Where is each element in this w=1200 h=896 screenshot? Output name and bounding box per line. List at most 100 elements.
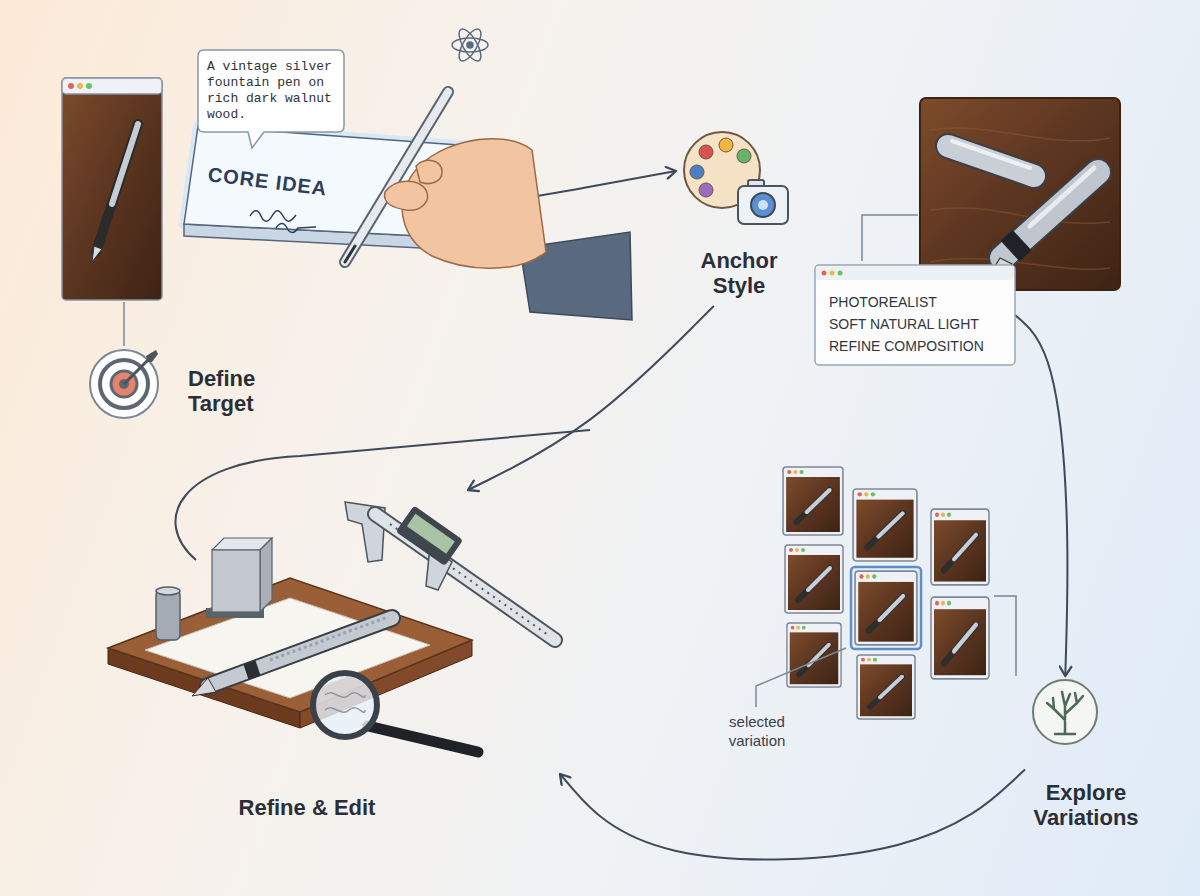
target-icon-outline xyxy=(86,346,286,424)
workbench-outline xyxy=(270,617,388,660)
speech-bubble: A vintage silver fountain pen on rich da… xyxy=(198,50,344,132)
variation-grid xyxy=(853,489,917,561)
target-icon-outline xyxy=(146,350,158,362)
leader-line xyxy=(756,648,846,707)
style-box: PHOTOREALISTSOFT NATURAL LIGHTREFINE COM… xyxy=(815,265,1015,365)
style-icon-outline xyxy=(737,149,751,163)
style-icon-outline xyxy=(738,186,788,224)
pen-window xyxy=(96,124,138,252)
stage-heading: Refine & Edit xyxy=(239,795,376,820)
workbench-outline xyxy=(396,506,464,567)
style-box-outline xyxy=(838,271,843,276)
style-box-outline xyxy=(830,271,835,276)
style-box-outline xyxy=(815,265,1015,365)
variation-grid xyxy=(787,623,841,687)
leader-line xyxy=(862,215,918,261)
style-icon-outline xyxy=(699,145,713,159)
pen-photo xyxy=(1030,168,1094,226)
notebook-outline xyxy=(416,160,442,183)
stage-heading: Anchor Style xyxy=(693,248,785,298)
atom-icon xyxy=(455,26,485,64)
flow-arrow xyxy=(468,306,714,490)
flow-arrow xyxy=(560,770,1025,860)
atom-icon xyxy=(455,26,485,64)
pen-photo xyxy=(948,146,1034,176)
pen-window xyxy=(62,78,162,94)
style-box-outline xyxy=(822,271,827,276)
pen-window xyxy=(92,246,102,262)
stage-heading: Define Target xyxy=(188,366,278,416)
pen-photo xyxy=(920,98,1120,292)
atom-icon xyxy=(452,38,488,52)
style-box-outline xyxy=(816,266,1014,280)
workbench: Refine & Edit xyxy=(100,490,560,845)
target-icon: Define Target xyxy=(86,346,286,424)
notebook: CORE IDEA xyxy=(180,120,490,260)
variation-grid xyxy=(931,597,989,679)
variation-grid xyxy=(857,655,915,719)
style-icon-outline xyxy=(758,200,768,210)
style-icon-outline xyxy=(719,138,733,152)
callout-label: selected variation xyxy=(718,712,796,750)
pen-window xyxy=(62,78,162,300)
label-holder: selected variation xyxy=(718,712,796,750)
workbench-outline xyxy=(156,590,180,640)
pen-window xyxy=(62,78,162,300)
bracket xyxy=(994,596,1016,676)
workbench-outline xyxy=(108,578,472,712)
pen-photo xyxy=(1002,172,1098,258)
notebook-outline xyxy=(345,92,448,262)
pen-photo xyxy=(920,98,1120,290)
workbench-outline xyxy=(396,506,464,567)
pen-window xyxy=(86,83,92,89)
pen-photo xyxy=(948,146,1034,176)
style-icon-outline xyxy=(690,165,704,179)
pen-photo xyxy=(930,128,1110,269)
pen-photo xyxy=(1002,172,1098,258)
pen-window xyxy=(68,83,74,89)
workbench-outline xyxy=(208,618,392,686)
flow-arrow xyxy=(1015,315,1067,676)
variation-grid xyxy=(855,571,917,645)
workbench-outline xyxy=(192,678,216,696)
variation-grid xyxy=(931,509,989,585)
pen-window xyxy=(112,124,138,204)
prompt-text: A vintage silver fountain pen on rich da… xyxy=(207,59,335,123)
target-icon-outline xyxy=(124,359,149,384)
pen-photo xyxy=(1010,240,1022,251)
variation-grid xyxy=(783,467,989,719)
variations-icon-outline xyxy=(1047,692,1083,734)
target-icon-outline xyxy=(100,360,148,408)
workbench-outline xyxy=(260,538,272,612)
workbench-outline xyxy=(325,693,365,713)
workbench-outline xyxy=(407,514,455,554)
variation-grid xyxy=(851,567,921,649)
workbench-outline xyxy=(313,673,377,737)
notebook-outline xyxy=(276,224,316,233)
notebook-outline xyxy=(345,246,355,262)
variations-icon-outline xyxy=(1033,680,1097,744)
notebook-outline xyxy=(250,211,296,222)
speech-bubble-outline xyxy=(198,50,344,148)
notebook-outline xyxy=(385,181,428,210)
style-icon: Anchor Style xyxy=(676,126,802,306)
notebook-outline xyxy=(345,92,448,262)
style-keyword: PHOTOREALIST xyxy=(829,291,1001,313)
variation-grid xyxy=(783,467,843,535)
leader-line xyxy=(123,302,125,346)
style-icon-outline xyxy=(699,183,713,197)
variation-grid xyxy=(785,545,843,613)
variations-icon: Explore Variations xyxy=(1025,676,1147,846)
workbench-outline xyxy=(212,550,260,612)
style-keyword: REFINE COMPOSITION xyxy=(829,335,1001,357)
stage-heading: Explore Variations xyxy=(1030,780,1142,830)
workbench-outline xyxy=(156,587,180,595)
notebook-outline xyxy=(180,120,490,260)
style-icon-outline xyxy=(751,193,775,217)
workbench-outline xyxy=(145,598,430,698)
target-icon-outline xyxy=(90,350,158,418)
